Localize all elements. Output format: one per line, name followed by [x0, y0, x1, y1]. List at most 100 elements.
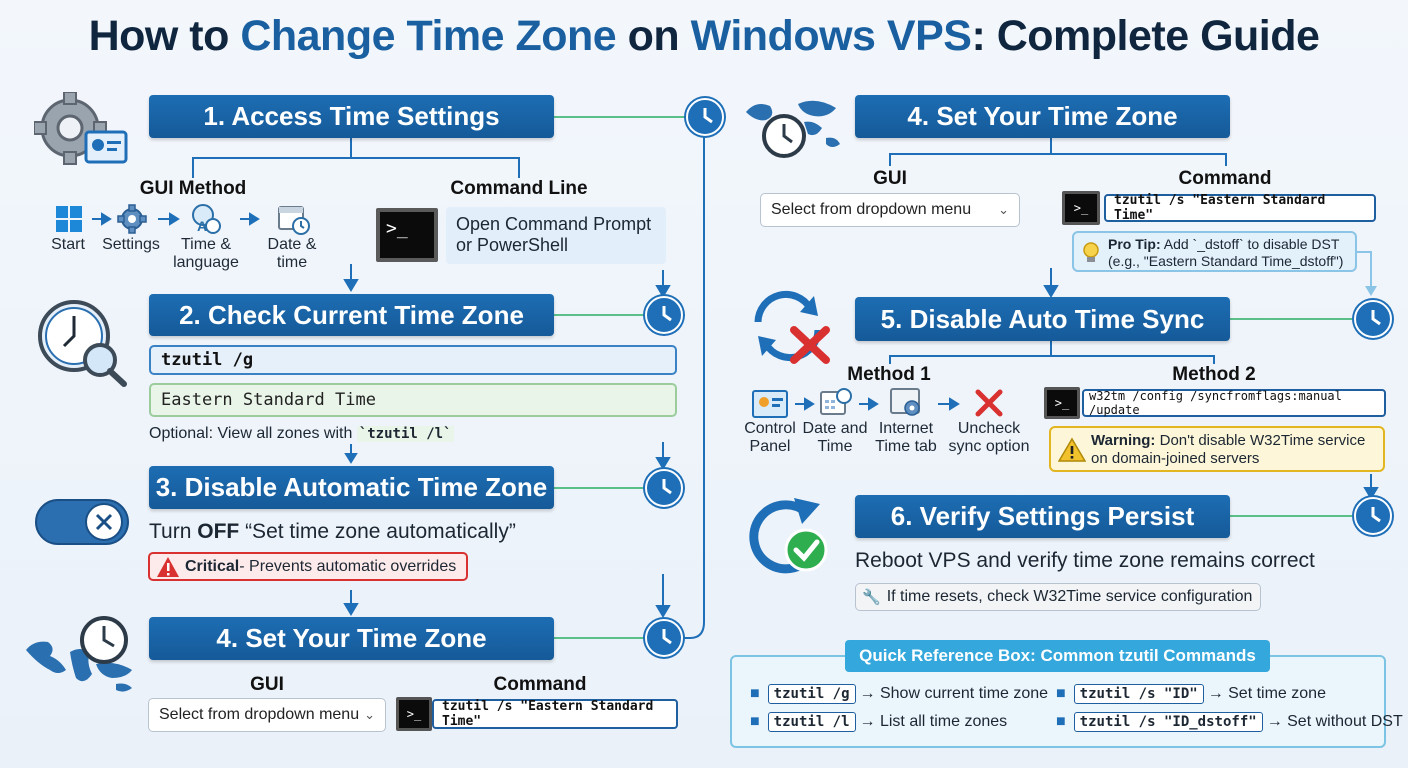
- reference-item: ■ tzutil /s "ID_dstoff" → Set without DS…: [1056, 712, 1403, 732]
- step3-critical-badge: Critical - Prevents automatic overrides: [148, 552, 468, 581]
- pro-tip-label: Pro Tip:: [1108, 236, 1161, 252]
- reference-desc: → Show current time zone: [859, 685, 1049, 702]
- reference-cmd: tzutil /l: [767, 712, 856, 732]
- reference-cmd: tzutil /s "ID": [1073, 684, 1204, 704]
- gui-step-start: Start: [51, 236, 85, 253]
- step4-left-command-text: tzutil /s "Eastern Standard Time": [432, 699, 678, 729]
- gui-step-time-language: Time & language: [173, 236, 239, 271]
- step2-optional-cmd: `tzutil /l`: [356, 426, 454, 442]
- warning-icon: [157, 556, 179, 577]
- step3-off: OFF: [197, 520, 240, 543]
- step4-right-cmd-title: Command: [1178, 168, 1272, 189]
- step5-command-text: w32tm /config /syncfromflags:manual /upd…: [1082, 389, 1386, 417]
- title-part2: on: [616, 12, 691, 60]
- clock-icon: [1354, 497, 1392, 535]
- settings-gear-icon: [117, 204, 147, 234]
- page-title: How to Change Time Zone on Windows VPS: …: [0, 12, 1408, 61]
- step5-command: >_ w32tm /config /syncfromflags:manual /…: [1044, 387, 1386, 419]
- step4-right-command: >_ tzutil /s "Eastern Standard Time": [1062, 191, 1376, 225]
- step5-method2-title: Method 2: [1172, 364, 1256, 385]
- windows-icon: [56, 206, 82, 232]
- step3-header: 3. Disable Automatic Time Zone: [149, 466, 554, 509]
- title-part3: : Complete Guide: [971, 12, 1320, 60]
- reference-desc: → Set without DST: [1266, 713, 1403, 730]
- refresh-check-icon: [749, 498, 828, 574]
- clock-icon: [1354, 300, 1392, 338]
- toggle-off-icon: [35, 499, 129, 545]
- clock-icon: [645, 469, 683, 507]
- red-x-icon: [975, 389, 1003, 417]
- step4-right-header: 4. Set Your Time Zone: [855, 95, 1230, 138]
- title-highlight-2: Windows VPS: [690, 12, 972, 60]
- control-panel-icon: [752, 390, 788, 418]
- clock-icon: [686, 98, 724, 136]
- terminal-icon: >_: [1062, 191, 1100, 225]
- step4-left-cmd-title: Command: [493, 674, 587, 695]
- step2-header: 2. Check Current Time Zone: [149, 294, 554, 336]
- chevron-down-icon: ⌄: [364, 707, 375, 722]
- step4-right-gui-title: GUI: [873, 168, 907, 189]
- reference-desc: → Set time zone: [1207, 685, 1326, 702]
- step4-right-dropdown[interactable]: Select from dropdown menu ⌄: [760, 193, 1020, 227]
- m1-step-uncheck-sync: Uncheck sync option: [948, 420, 1030, 455]
- terminal-icon: >_: [376, 208, 438, 262]
- step6-note-text: If time resets, check W32Time service co…: [886, 588, 1253, 605]
- step1-gui-title: GUI Method: [139, 178, 247, 199]
- step5-header: 5. Disable Auto Time Sync: [855, 297, 1230, 341]
- terminal-icon: >_: [1044, 387, 1080, 419]
- step5-method1-title: Method 1: [847, 364, 931, 385]
- sync-disabled-icon: [754, 290, 830, 364]
- step3-setting: “Set time zone automatically”: [239, 520, 516, 543]
- step1-cmd-title: Command Line: [450, 178, 588, 199]
- title-part1: How to: [88, 12, 241, 60]
- chevron-down-icon: ⌄: [998, 202, 1009, 217]
- world-map-clock-icon: [26, 616, 132, 692]
- m1-step-internet-time: Internet Time tab: [875, 420, 937, 455]
- reference-item: ■ tzutil /s "ID" → Set time zone: [1056, 684, 1326, 704]
- time-language-icon: A: [192, 204, 221, 234]
- warning-box: Warning: Don't disable W32Time service o…: [1049, 426, 1385, 472]
- title-highlight-1: Change Time Zone: [240, 12, 617, 60]
- reference-cmd: tzutil /s "ID_dstoff": [1073, 712, 1263, 732]
- step6-header: 6. Verify Settings Persist: [855, 495, 1230, 538]
- pro-tip-box: Pro Tip: Add `_dstoff` to disable DST (e…: [1072, 231, 1357, 272]
- step6-desc: Reboot VPS and verify time zone remains …: [855, 549, 1315, 572]
- step6-note: 🔧 If time resets, check W32Time service …: [855, 583, 1261, 611]
- svg-text:A: A: [197, 218, 207, 234]
- step2-optional: Optional: View all zones with `tzutil /l…: [149, 425, 454, 443]
- step3-critical-text: - Prevents automatic overrides: [239, 557, 457, 575]
- reference-cmd: tzutil /g: [767, 684, 856, 704]
- reference-item: ■ tzutil /g → Show current time zone: [750, 684, 1049, 704]
- gui-step-date-time: Date & time: [267, 236, 317, 271]
- step4-left-dropdown-label: Select from dropdown menu: [159, 706, 360, 723]
- step1-header: 1. Access Time Settings: [149, 95, 554, 138]
- step4-left-gui-title: GUI: [250, 674, 284, 695]
- date-time-icon: [278, 206, 310, 235]
- step4-right-dropdown-label: Select from dropdown menu: [771, 201, 972, 218]
- warning-text: Don't disable W32Time service on domain-…: [1091, 432, 1366, 467]
- m1-step-date-time: Date and Time: [802, 420, 868, 455]
- step4-left-dropdown[interactable]: Select from dropdown menu ⌄: [148, 698, 386, 732]
- terminal-icon: >_: [396, 697, 432, 731]
- world-map-clock-icon: [746, 100, 840, 158]
- step3-instruction: Turn OFF “Set time zone automatically”: [149, 520, 516, 544]
- m1-step-control-panel: Control Panel: [744, 420, 796, 455]
- step2-optional-text: Optional: View all zones with: [149, 425, 357, 442]
- reference-item: ■ tzutil /l → List all time zones: [750, 712, 1008, 732]
- step4-right-command-text: tzutil /s "Eastern Standard Time": [1104, 193, 1376, 223]
- warning-icon: [1058, 437, 1086, 462]
- quick-reference-title: Quick Reference Box: Common tzutil Comma…: [845, 640, 1270, 672]
- step4-left-command: >_ tzutil /s "Eastern Standard Time": [396, 697, 678, 731]
- gui-step-settings: Settings: [102, 236, 160, 253]
- pro-tip-text: Add `_dstoff` to disable DST: [1160, 236, 1340, 252]
- lightbulb-icon: [1083, 242, 1099, 262]
- clock-icon: [645, 296, 683, 334]
- internet-time-icon: [890, 388, 920, 416]
- step2-result: Eastern Standard Time: [149, 383, 677, 417]
- step2-command: tzutil /g: [149, 345, 677, 375]
- clock-magnifier-icon: [38, 300, 127, 387]
- step1-cmd-desc: Open Command Prompt or PowerShell: [446, 207, 666, 264]
- step4-left-header: 4. Set Your Time Zone: [149, 617, 554, 660]
- warning-label: Warning:: [1091, 432, 1156, 449]
